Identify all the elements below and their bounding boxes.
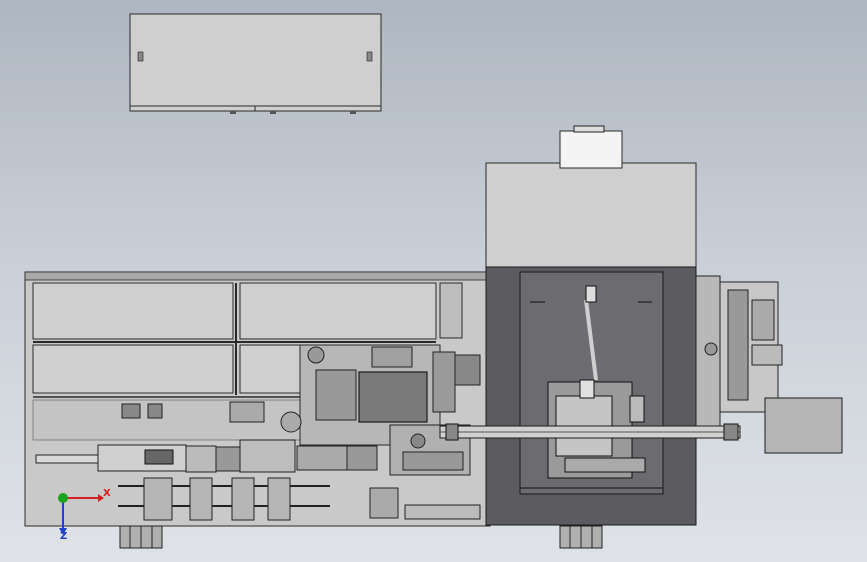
- machine-feet: [119, 525, 603, 549]
- axis-z-label: Z: [60, 531, 68, 542]
- side-module[interactable]: [695, 275, 843, 454]
- linear-actuators[interactable]: [35, 439, 481, 521]
- cover-panel[interactable]: [129, 13, 382, 114]
- top-sensor-box[interactable]: [559, 130, 623, 169]
- motor-block[interactable]: [358, 371, 428, 423]
- center-mechanism[interactable]: [280, 344, 481, 476]
- axis-x-label: X: [103, 488, 111, 499]
- pulley-icon: [280, 411, 302, 433]
- hinge-right-icon: [366, 51, 373, 62]
- hinge-left-icon: [137, 51, 144, 62]
- coordinate-triad-icon: [58, 493, 104, 535]
- right-enclosure[interactable]: [485, 125, 697, 526]
- transfer-beam[interactable]: [439, 423, 741, 441]
